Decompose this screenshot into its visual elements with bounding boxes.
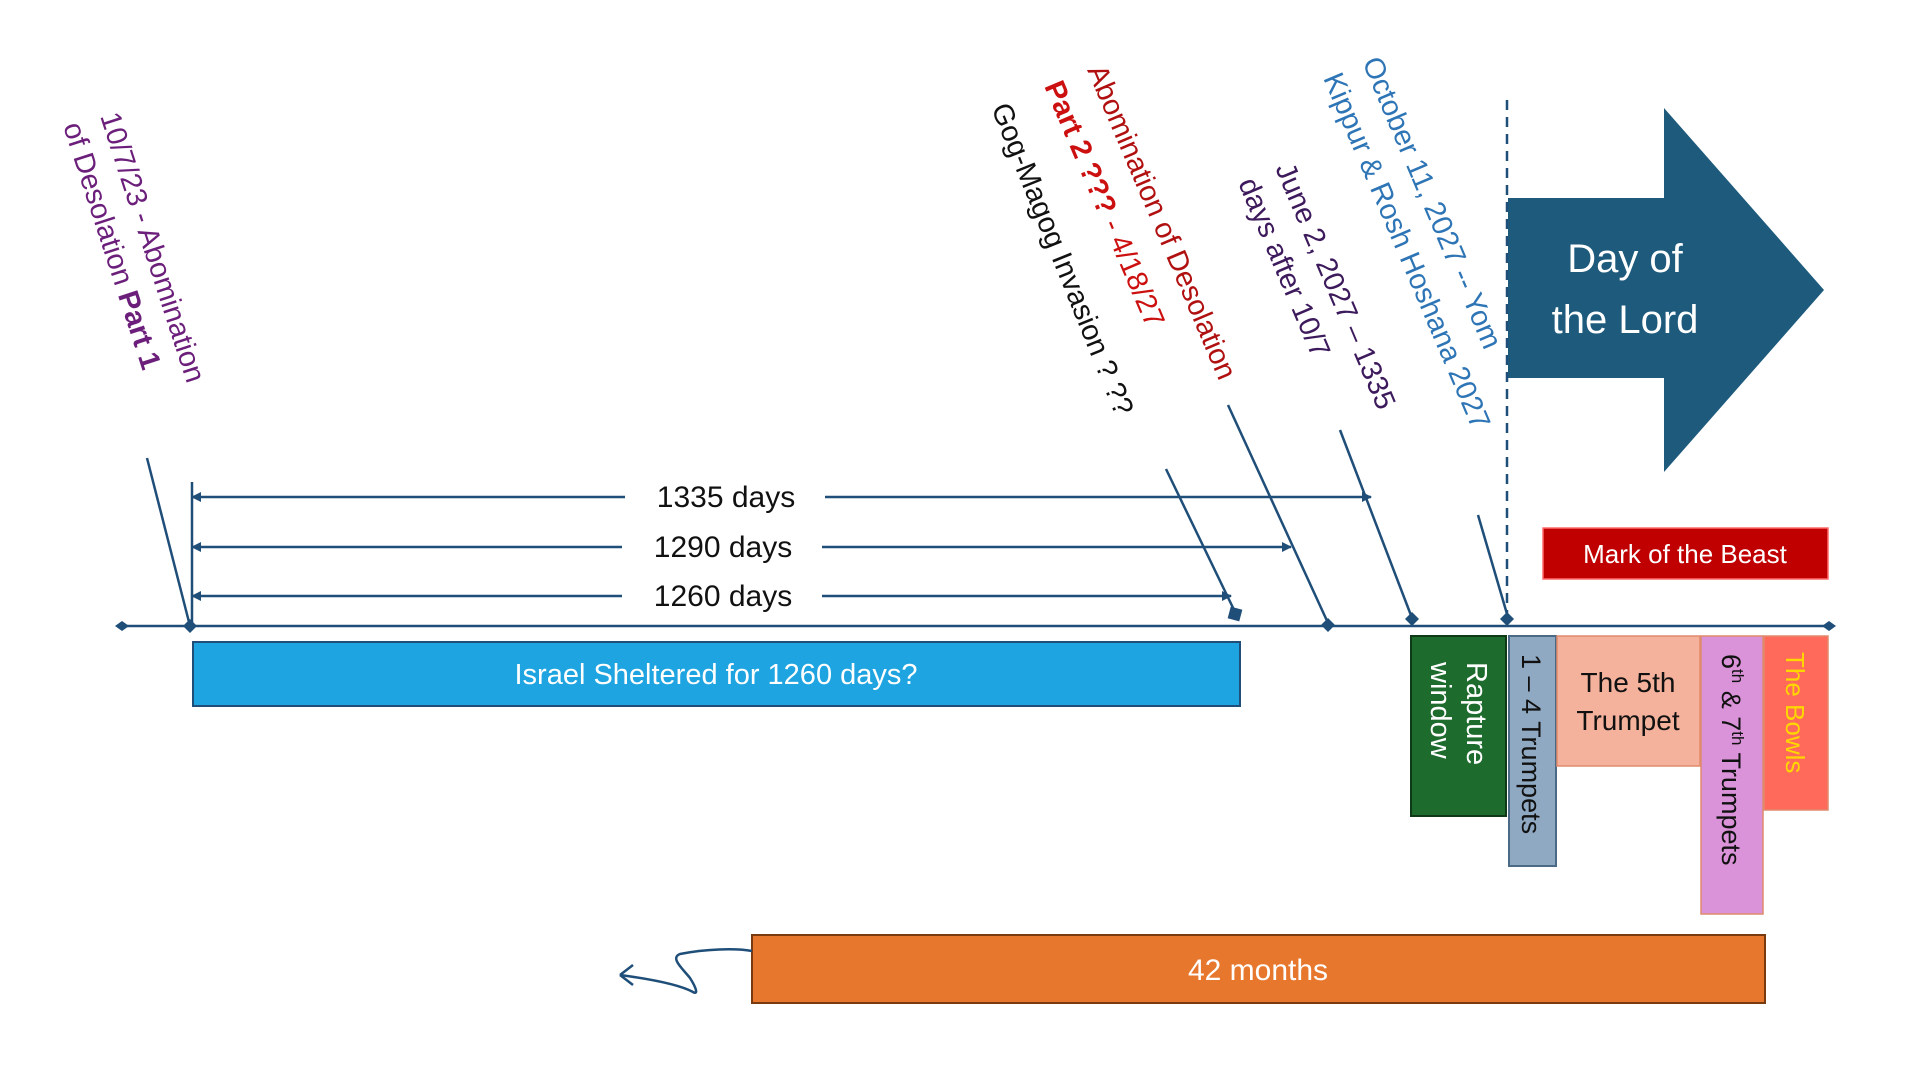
span-1335-label: 1335 days	[657, 481, 795, 514]
rapture-window-line1: Rapture	[1460, 662, 1492, 765]
leader-abomination1	[145, 457, 192, 627]
fifth-trumpet-line2: Trumpet	[1576, 705, 1679, 736]
timeline-right-end	[1822, 621, 1836, 631]
squiggle-arrow-head	[619, 964, 634, 986]
leader-october	[1476, 514, 1509, 615]
marker-abomination2	[1321, 618, 1335, 632]
leader-abomination2	[1226, 404, 1330, 624]
day-of-the-lord-line1: Day of	[1567, 237, 1683, 281]
rapture-window-line2: window	[1424, 661, 1456, 760]
squiggle-arrow	[619, 948, 753, 994]
rapture-window-box	[1410, 635, 1507, 817]
marker-gog	[1227, 606, 1243, 622]
marker-october	[1500, 612, 1514, 626]
span-1290-label: 1290 days	[654, 531, 792, 564]
timeline-left-end	[115, 621, 129, 631]
israel-sheltered-label: Israel Sheltered for 1260 days?	[514, 659, 917, 691]
mark-of-the-beast-label: Mark of the Beast	[1583, 539, 1788, 569]
trumpets-1-4-box	[1508, 635, 1557, 867]
leader-june	[1338, 429, 1414, 619]
sixth-seventh-trumpets-label: 6th & 7th Trumpets	[1716, 654, 1747, 865]
forty-two-months-bar	[751, 934, 1766, 1004]
span-1260-label: 1260 days	[654, 580, 792, 613]
sixth-seventh-trumpets-box	[1700, 635, 1764, 915]
day-of-the-lord-arrow	[1508, 108, 1824, 472]
mark-of-the-beast-box	[1542, 527, 1829, 580]
marker-abomination1	[183, 619, 197, 633]
fifth-trumpet-line1: The 5th	[1581, 667, 1676, 698]
leader-gog	[1164, 468, 1238, 615]
the-bowls-label: The Bowls	[1780, 652, 1810, 773]
trumpets-1-4-label: 1 – 4 Trumpets	[1516, 654, 1546, 834]
israel-sheltered-bar	[192, 641, 1241, 707]
fifth-trumpet-box	[1556, 635, 1701, 767]
the-bowls-box	[1763, 635, 1829, 811]
marker-june	[1405, 612, 1419, 626]
day-of-the-lord-line2: the Lord	[1552, 298, 1699, 342]
forty-two-months-label: 42 months	[1188, 954, 1328, 987]
